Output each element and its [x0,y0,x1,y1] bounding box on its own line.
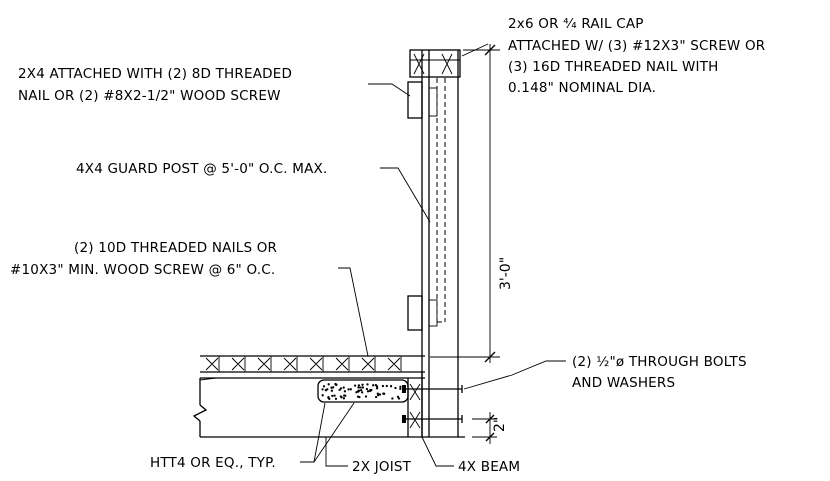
stipple-dot [330,386,333,389]
rail-cap-label-line-2: ATTACHED W/ (3) #12X3" SCREW OR [508,38,765,54]
through-bolts-label-line-1: (2) ½"ø THROUGH BOLTS [572,354,747,370]
through-bolts-label-line-2: AND WASHERS [572,375,675,391]
stipple-dot [361,383,364,386]
stipple-dot [357,384,361,387]
stipple-dot [334,382,337,386]
joist-label: 2X JOIST [352,459,412,475]
stipple-dot [399,385,402,388]
rail-cap-label-line-3: (3) 16D THREADED NAIL WITH [508,59,719,75]
stipple-dot [360,389,363,392]
beam-label: 4X BEAM [458,459,520,475]
stipple-dot [342,397,346,400]
stipple-dot [365,387,369,391]
rail-cap [409,49,461,78]
stipple-dot [396,395,400,399]
stipple-dot [361,391,364,394]
dimension-bolt-edge [472,412,497,444]
htt4-label: HTT4 OR EQ., TYP. [150,455,276,471]
dimension-post-height [430,44,500,363]
beam [407,372,465,438]
stipple-dot [326,388,329,391]
stipple-dot [327,383,330,386]
stipple-dot [321,394,324,397]
leader-lines [300,43,566,467]
stipple-dot [339,395,342,398]
stipple-dot [334,397,338,400]
stipple-dot [339,387,343,390]
stipple-dot [375,387,379,390]
stipple-dot [369,389,372,393]
stipple-dot [366,383,369,386]
stipple-dot [357,389,361,392]
deck-boards [200,355,425,379]
stipple-dot [353,384,357,387]
stipple-dot [332,386,335,389]
stipple-dot [357,386,360,389]
htt4-hold-down [317,379,409,403]
rail-2x4-label-line-2: NAIL OR (2) #8X2-1/2" WOOD SCREW [18,88,281,104]
stipple-dot [385,384,388,388]
post-height-dimension: 3'-0" [498,257,514,290]
stipple-dot [361,386,365,389]
stipple-dot [347,388,350,391]
rail-cap-label-line-4: 0.148" NOMINAL DIA. [508,80,656,96]
stipple-dot [358,395,361,399]
stipple-dot [328,397,331,401]
stipple-dot [343,390,347,393]
stipple-dot [372,384,375,387]
bolt-edge-dimension: 2" [492,417,508,432]
top-2x4-rail [407,81,438,119]
rail-2x4-label-line-1: 2X4 ATTACHED WITH (2) 8D THREADED [18,66,292,82]
stipple-dot [382,392,385,395]
stipple-dot [338,388,341,392]
stipple-dot [399,387,402,391]
deck-nails-label-line-2: #10X3" MIN. WOOD SCREW @ 6" O.C. [10,262,275,278]
stipple-dot [342,386,345,389]
guard-post [421,50,459,437]
guard-post-label: 4X4 GUARD POST @ 5'-0" O.C. MAX. [76,161,328,177]
through-bolts [402,385,463,423]
stipple-dot [322,385,326,388]
stipple-dot [391,397,394,400]
stipple-dot [366,390,370,393]
bottom-2x4-rail [407,295,438,331]
stipple-dot [397,397,401,400]
stipple-dot [321,388,324,391]
stipple-dot [343,394,346,397]
joist [192,377,408,438]
stipple-dot [333,394,336,397]
stipple-dot [381,384,385,388]
stipple-dot [378,393,382,396]
stipple-dot [364,395,368,398]
stipple-dot [331,394,334,398]
stipple-dot [389,385,393,388]
stipple-dot [359,386,362,389]
stipple-dot [394,386,397,390]
deck-nails-label-line-1: (2) 10D THREADED NAILS OR [74,240,277,256]
stipple-dot [375,385,379,388]
stipple-dot [330,389,334,392]
stipple-dot [377,393,380,397]
stipple-dot [349,388,352,391]
stipple-dot [355,391,358,394]
stipple-dot [374,383,378,387]
stipple-dot [374,395,378,399]
rail-cap-label-line-1: 2x6 OR ⁴⁄₄ RAIL CAP [508,16,644,32]
